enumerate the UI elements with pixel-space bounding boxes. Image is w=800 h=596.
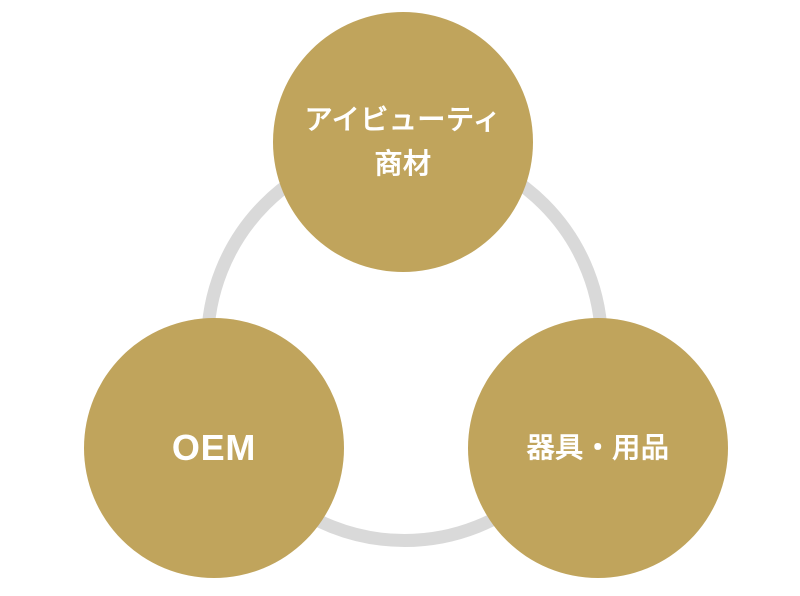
circle-eyebeauty-products: アイビューティ 商材	[273, 12, 533, 272]
label-line: OEM	[171, 427, 257, 468]
circle-label-eyebeauty-products: アイビューティ 商材	[305, 98, 502, 186]
circle-oem: OEM	[84, 318, 344, 578]
label-line: 器具・用品	[526, 432, 670, 463]
circle-label-equipment-supplies: 器具・用品	[527, 428, 670, 468]
label-line: アイビューティ	[304, 104, 502, 135]
circle-equipment-supplies: 器具・用品	[468, 318, 728, 578]
circle-label-oem: OEM	[172, 426, 256, 470]
label-line: 商材	[374, 148, 432, 179]
